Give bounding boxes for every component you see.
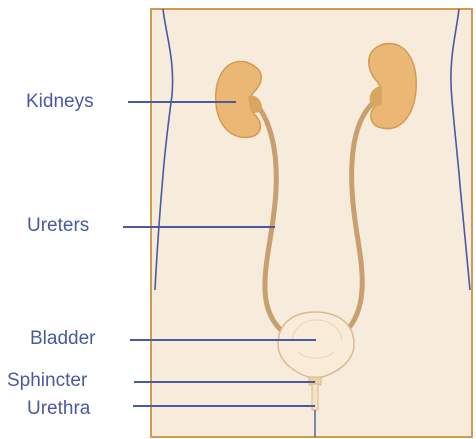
bladder-label: Bladder — [30, 329, 96, 348]
urethra-label: Urethra — [27, 399, 90, 418]
sphincter-label: Sphincter — [7, 371, 87, 390]
ureters-label: Ureters — [27, 216, 89, 235]
kidneys-label: Kidneys — [26, 92, 94, 111]
